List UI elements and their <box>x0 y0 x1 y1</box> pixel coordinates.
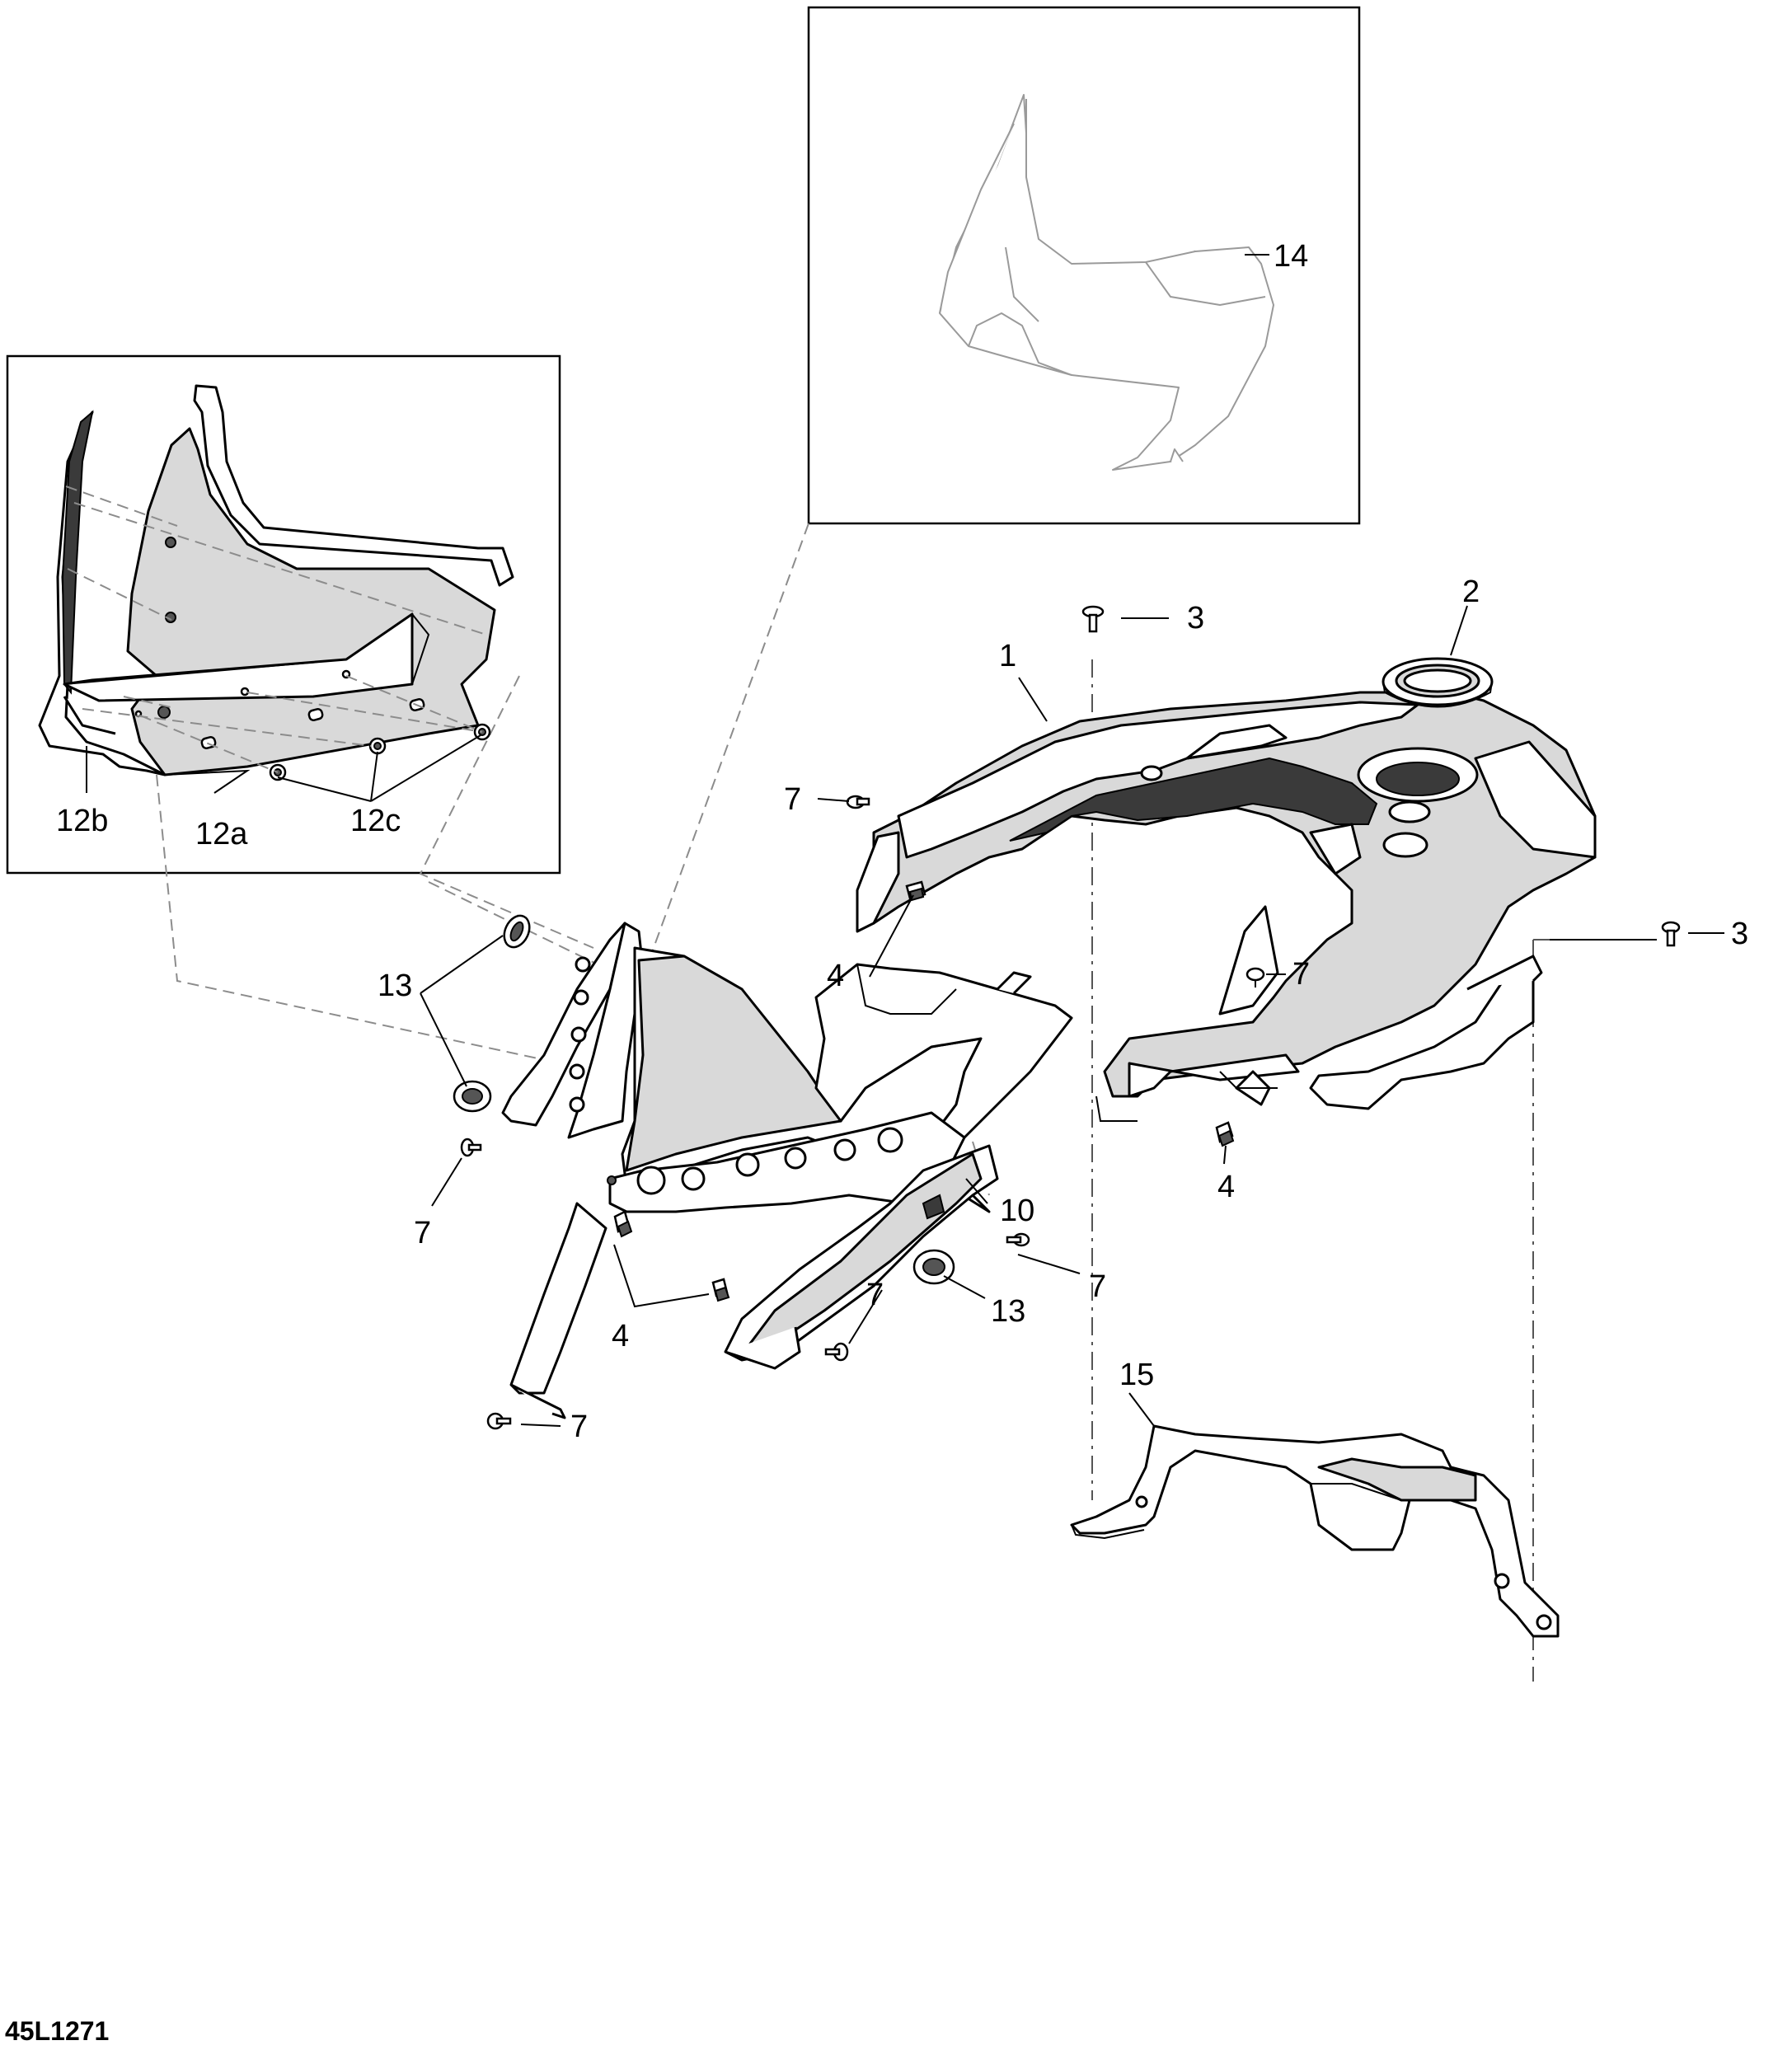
callout-labels: 14 1 2 3 3 7 4 7 4 10 7 13 7 4 7 13 7 15… <box>56 239 1748 1444</box>
callout-3-right: 3 <box>1731 917 1748 951</box>
callout-14: 14 <box>1274 239 1308 274</box>
callout-2: 2 <box>1462 575 1480 609</box>
side-panel-part <box>501 922 1073 1419</box>
inset-frame-windshield <box>807 6 1361 525</box>
leader-lines <box>86 254 1724 1427</box>
windshield-part <box>939 94 1274 471</box>
callout-10: 10 <box>1000 1194 1034 1228</box>
callout-12b: 12b <box>56 804 108 838</box>
filler-ring-part <box>1382 657 1494 708</box>
clip-panel-a <box>613 1210 633 1238</box>
callout-13-lower-right: 13 <box>991 1294 1025 1329</box>
callout-7-hood-left: 7 <box>784 782 801 817</box>
screw-right-side <box>1006 1232 1030 1247</box>
inset-frame-deflector <box>6 354 561 875</box>
callout-7-lower-middle: 7 <box>866 1278 884 1312</box>
callout-7-hood-right: 7 <box>1292 957 1310 992</box>
hood-part <box>856 691 1597 1122</box>
screw-lower-middle <box>824 1342 849 1362</box>
callout-7-right-side: 7 <box>1089 1269 1106 1304</box>
callout-15: 15 <box>1119 1358 1154 1392</box>
callout-7-bottom-left: 7 <box>570 1410 588 1444</box>
clip-hood-right <box>1215 1121 1235 1147</box>
drawing-code: 45L1271 <box>5 2016 109 2046</box>
screw-bottom-left <box>486 1412 512 1430</box>
callout-7-upper-left: 7 <box>414 1216 431 1250</box>
screw-hood-right <box>1245 967 1265 987</box>
callout-4-hood-right: 4 <box>1217 1170 1235 1204</box>
grommet-upper <box>503 914 531 949</box>
clip-hood-left <box>905 880 926 902</box>
clip-panel-b <box>711 1278 730 1302</box>
grommet-lower-left <box>453 1080 492 1113</box>
callout-12c: 12c <box>350 804 401 838</box>
bracket-part <box>1070 1424 1560 1638</box>
callout-13-upper: 13 <box>378 969 412 1003</box>
callout-1: 1 <box>999 639 1016 673</box>
grommet-lower-right <box>912 1249 955 1285</box>
callout-4-panel: 4 <box>612 1319 629 1353</box>
callout-3-top: 3 <box>1187 601 1204 636</box>
callout-12a: 12a <box>195 817 248 851</box>
deflector-part <box>38 384 514 781</box>
screw-top-3a <box>1081 605 1105 633</box>
screw-hood-left <box>846 795 870 809</box>
screw-right-3b <box>1661 921 1681 947</box>
callout-4-hood-left: 4 <box>827 959 844 993</box>
screw-upper-left <box>460 1138 482 1157</box>
